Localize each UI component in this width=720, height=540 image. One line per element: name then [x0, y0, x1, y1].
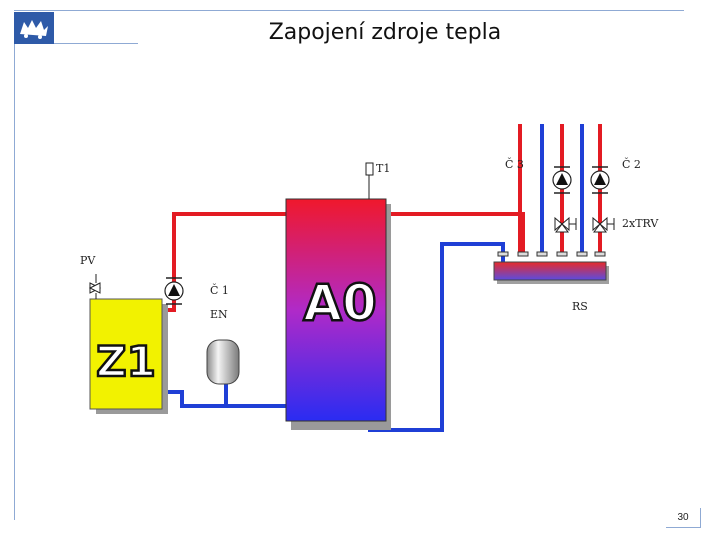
expansion-vessel-icon	[206, 339, 240, 385]
label-rs: RS	[572, 300, 588, 313]
label-c1: Č 1	[210, 283, 229, 297]
logo-icon	[14, 12, 54, 44]
header-underline	[14, 43, 138, 44]
supply-pipes	[168, 124, 602, 312]
bottom-frame-line	[666, 527, 700, 528]
distributor-fittings	[497, 251, 606, 257]
boiler-label: Z1	[96, 337, 156, 386]
valve-icon	[592, 216, 615, 233]
label-t1: T1	[376, 162, 390, 175]
storage-tank-a0	[285, 198, 387, 422]
distributor-rs	[493, 261, 607, 281]
page-number: 30	[677, 512, 689, 523]
valve-icon	[88, 274, 102, 299]
tank-label: A0	[303, 274, 377, 332]
label-c3: Č 3	[505, 157, 524, 171]
slide-title: Zapojení zdroje tepla	[268, 20, 502, 45]
pump-icon	[552, 166, 572, 194]
label-trv: 2xTRV	[622, 217, 659, 230]
right-frame-line	[700, 508, 701, 528]
boiler-z1	[89, 298, 163, 410]
top-frame-line	[14, 10, 684, 11]
valve-icon	[554, 216, 577, 233]
left-frame-line	[14, 44, 15, 520]
label-pv: PV	[80, 254, 96, 267]
pump-icon	[590, 166, 610, 194]
thermometer-icon	[365, 162, 374, 199]
pump-icon	[164, 277, 184, 305]
label-en: EN	[210, 308, 228, 321]
label-c2: Č 2	[622, 157, 641, 171]
